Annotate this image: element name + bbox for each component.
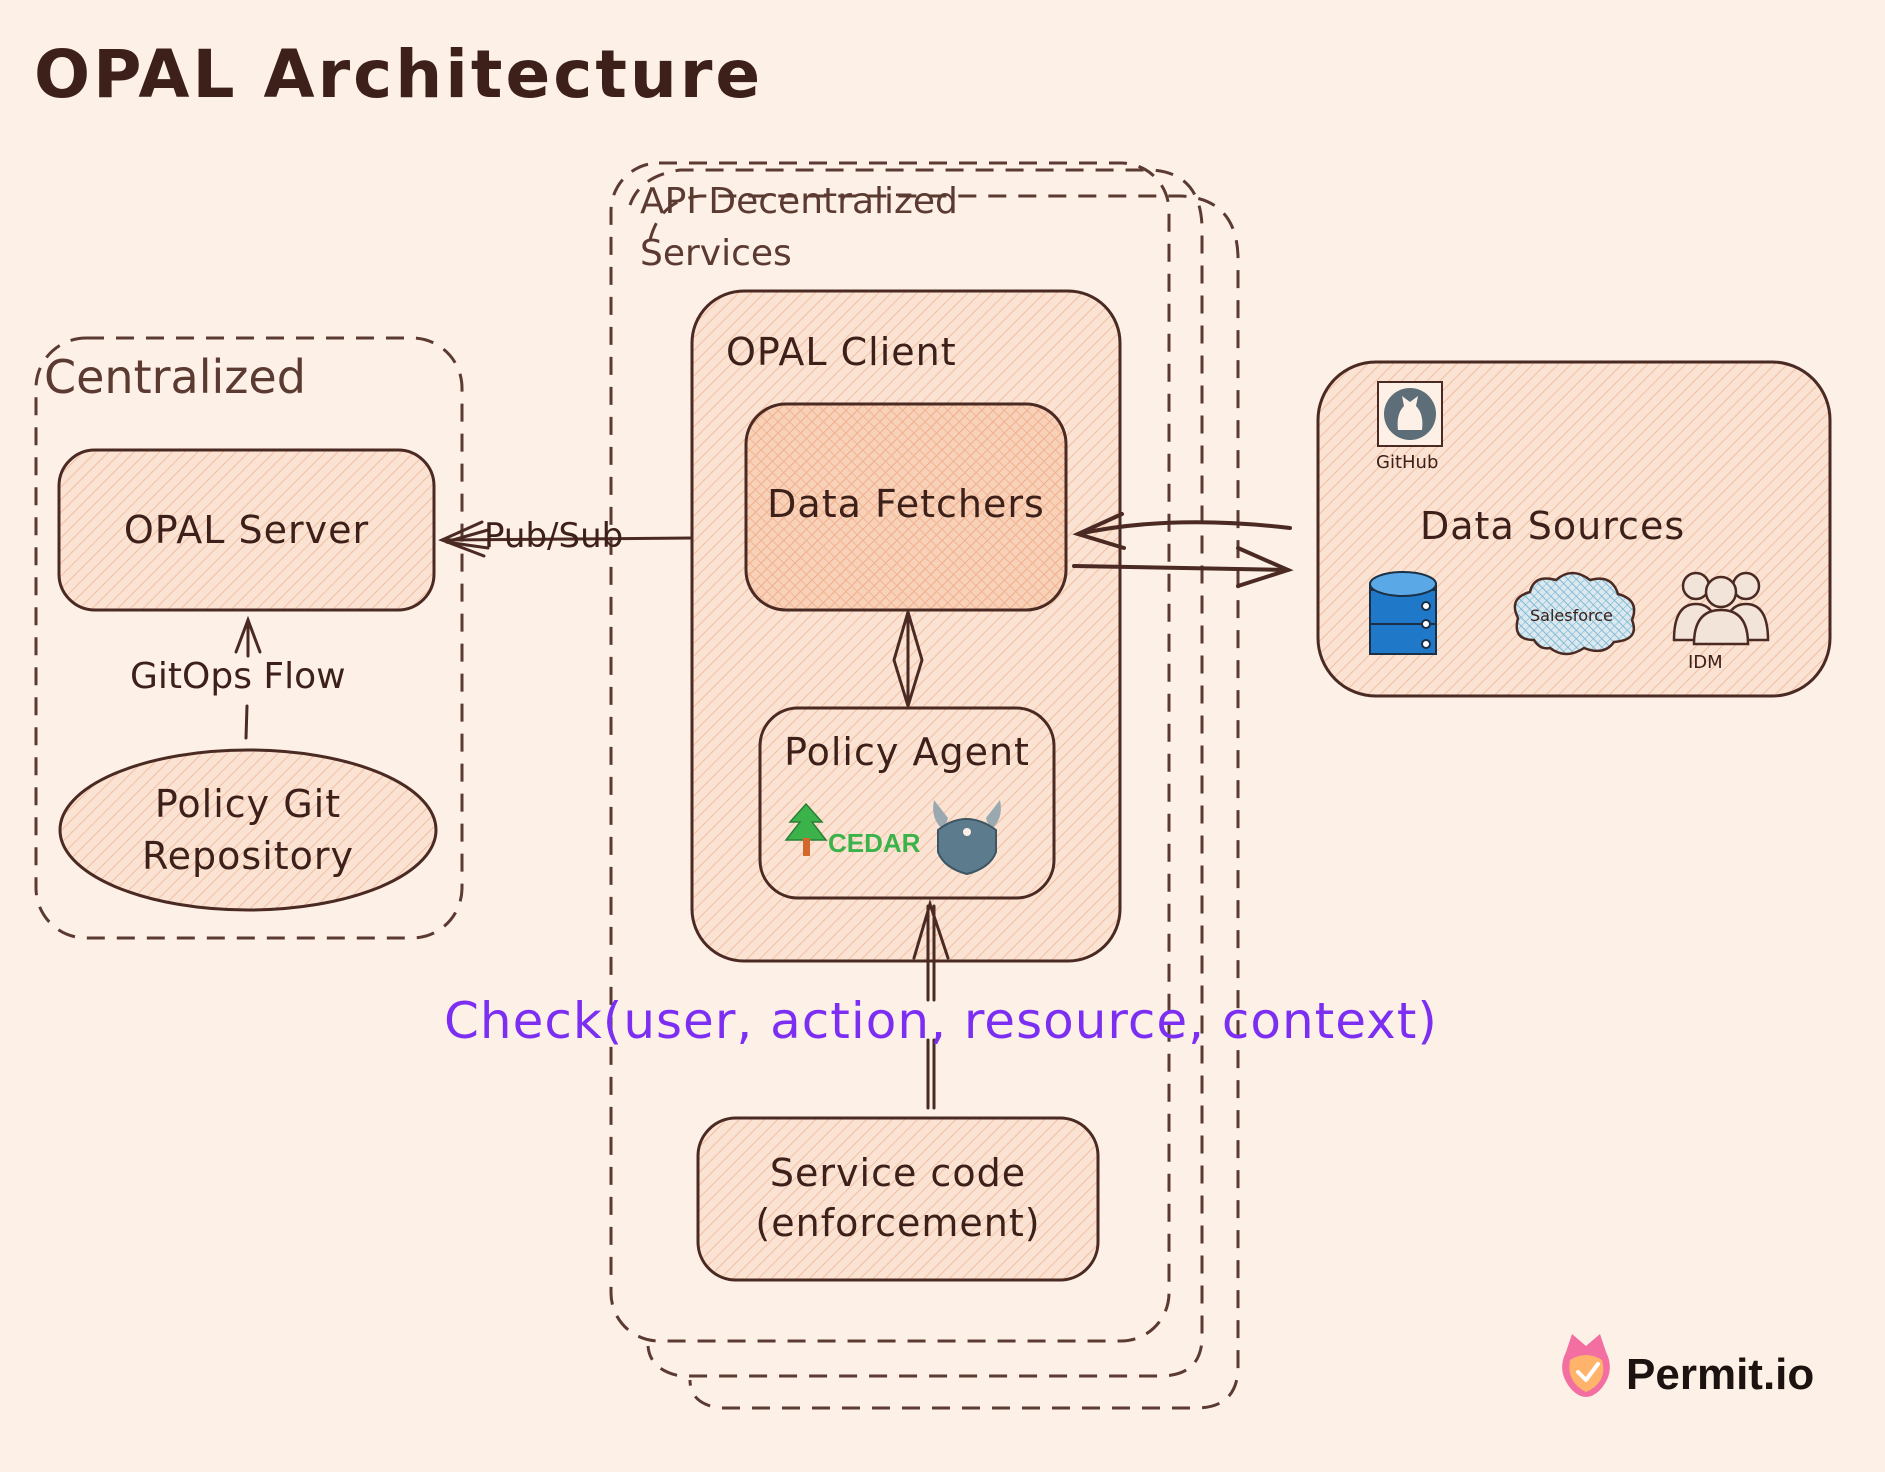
cedar-icon <box>784 802 828 856</box>
idm-label: IDM <box>1688 652 1723 673</box>
policy-repo-label: Policy Git Repository <box>141 782 355 878</box>
pubsub-label: Pub/Sub <box>484 516 624 556</box>
cedar-label: CEDAR <box>828 828 921 858</box>
gitops-arrow <box>234 615 262 740</box>
page-title: OPAL Architecture <box>34 36 764 113</box>
salesforce-icon <box>1513 571 1636 656</box>
fetch-arrows <box>1072 512 1294 588</box>
opal-client-label: OPAL Client <box>726 330 957 374</box>
check-call-label: Check(user, action, resource, context) <box>444 992 1438 1050</box>
opal-server-box <box>57 448 436 612</box>
decentralized-group <box>609 161 1171 1343</box>
github-icon <box>1377 381 1443 447</box>
opa-icon <box>933 800 1001 876</box>
service-code-box <box>696 1116 1100 1282</box>
fetcher-agent-arrow <box>892 610 924 708</box>
data-fetchers-label: Data Fetchers <box>767 482 1045 526</box>
check-arrow <box>912 899 950 1110</box>
service-code-label: Service code (enforcement) <box>755 1151 1041 1245</box>
data-sources-label: Data Sources <box>1420 504 1686 548</box>
data-fetchers-box <box>744 402 1068 612</box>
pubsub-arrow <box>438 520 694 558</box>
database-icon <box>1369 571 1437 655</box>
brand-logo-text: Permit.io <box>1626 1350 1815 1399</box>
policy-agent-label: Policy Agent <box>784 730 1030 774</box>
decentralized-label: API Decentralized Services <box>640 181 958 274</box>
policy-repo-ellipse <box>58 748 438 912</box>
centralized-group <box>34 336 464 940</box>
github-label: GitHub <box>1376 452 1439 473</box>
opal-server-label: OPAL Server <box>123 508 370 552</box>
gitops-label: GitOps Flow <box>130 656 346 697</box>
idm-icon <box>1672 571 1770 646</box>
salesforce-label: Salesforce <box>1530 606 1613 625</box>
permit-logo-icon <box>1562 1334 1610 1397</box>
decentralized-stack-back <box>628 168 1240 1410</box>
centralized-label: Centralized <box>44 350 306 404</box>
